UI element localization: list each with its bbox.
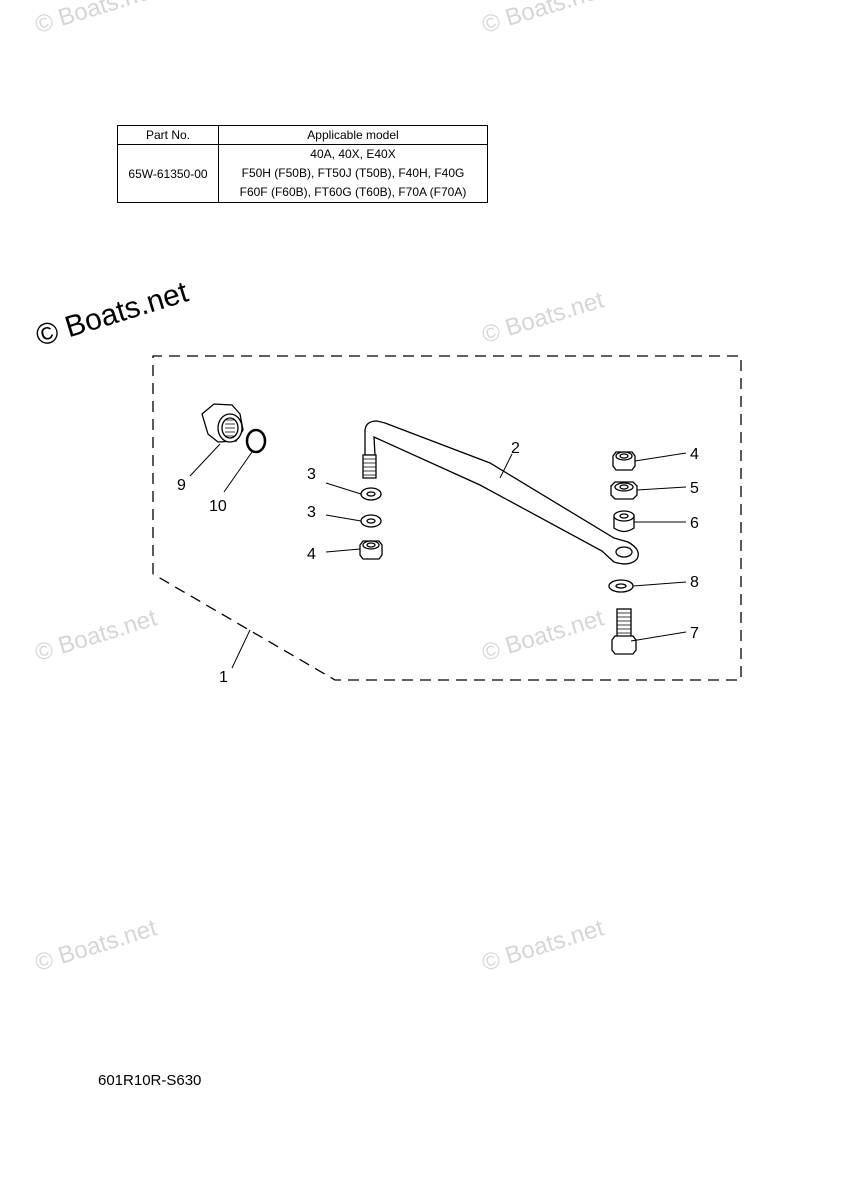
part-number-cell: 65W-61350-00 [117, 144, 219, 203]
nut-part [612, 451, 636, 471]
nut-part [359, 540, 383, 560]
callout-number: 3 [307, 504, 316, 521]
nut-part [610, 481, 638, 500]
callout-number: 10 [209, 498, 227, 515]
leader-lines [189, 443, 687, 669]
model-line: F60F (F60B), FT60G (T60B), F70A (F70A) [239, 185, 467, 199]
diagram-code: 601R10R-S630 [98, 1072, 202, 1089]
link-rod-part [362, 420, 639, 565]
callout-number: 7 [690, 625, 699, 642]
spacer-part [613, 510, 635, 533]
washer-part [608, 579, 634, 593]
callout-number: 4 [690, 446, 699, 463]
bolt-part [611, 608, 637, 655]
callout-number: 1 [219, 669, 228, 686]
o-ring-part [245, 428, 267, 454]
callout-number: 8 [690, 574, 699, 591]
callout-number: 4 [307, 546, 316, 563]
callout-number: 2 [511, 440, 520, 457]
parts-table: Part No. Applicable model 65W-61350-00 4… [117, 125, 488, 203]
washer-part [360, 514, 382, 528]
callout-number: 5 [690, 480, 699, 497]
washer-part [360, 487, 382, 501]
callout-number: 9 [177, 477, 186, 494]
callout-number: 6 [690, 515, 699, 532]
assembly-boundary [152, 355, 742, 681]
model-line: 40A, 40X, E40X [310, 147, 396, 161]
callout-number: 3 [307, 466, 316, 483]
fitting-nut-part [201, 403, 244, 443]
model-line: F50H (F50B), FT50J (T50B), F40H, F40G [241, 166, 465, 180]
applicable-models-cell: 40A, 40X, E40X F50H (F50B), FT50J (T50B)… [218, 144, 488, 203]
